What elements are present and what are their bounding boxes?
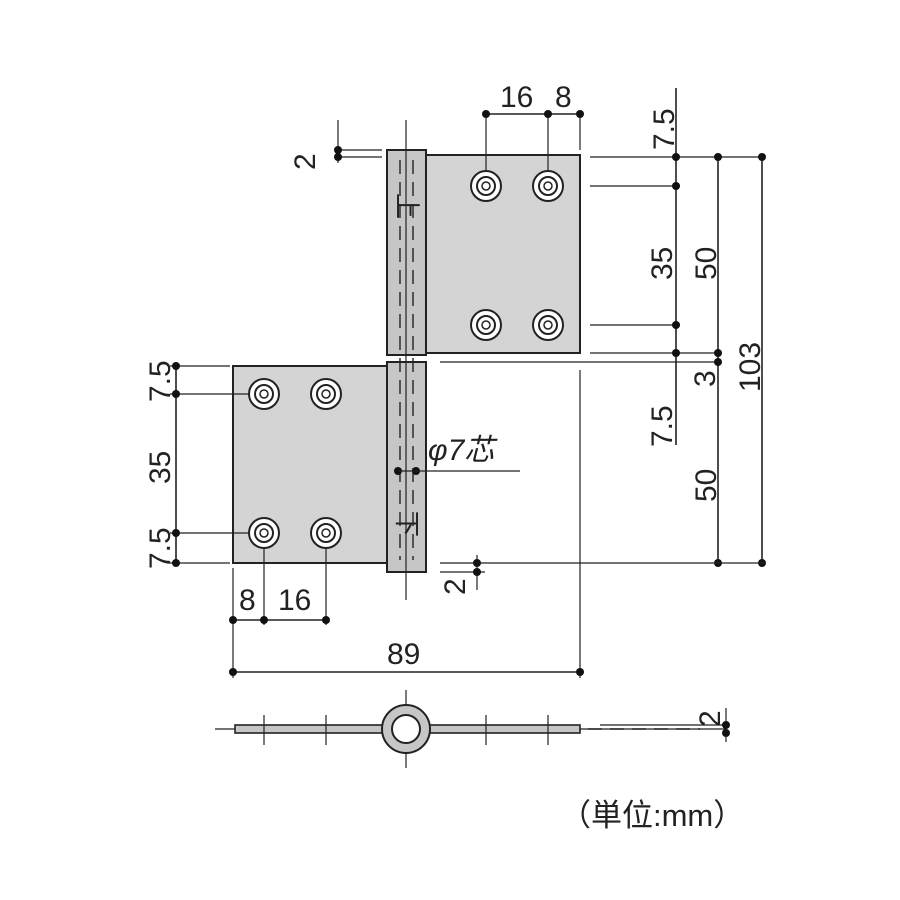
upper-knuckle-mark: 上 (392, 193, 422, 219)
top-hole-spacing-v: 35 (646, 247, 679, 280)
leaf-gap: 3 (689, 370, 722, 387)
top-hole-spacing-h: 16 (500, 81, 533, 114)
knuckle-offset-bottom: 2 (439, 578, 472, 595)
top-leaf-height: 50 (690, 247, 723, 280)
top-edge-to-hole-h: 8 (555, 81, 572, 114)
bottom-hole-spacing-h: 16 (278, 584, 311, 617)
top-edge-to-hole-v-top: 7.5 (648, 108, 681, 150)
plate-thickness: 2 (694, 710, 727, 727)
screw-hole (310, 378, 342, 410)
knuckle-offset-top: 2 (289, 153, 322, 170)
screw-hole (248, 517, 280, 549)
bottom-leaf-holes (248, 378, 342, 549)
pin-diameter-label: φ7芯 (428, 434, 498, 467)
top-edge-to-hole-v-bottom: 7.5 (646, 405, 679, 447)
unit-label: （単位:mm） (560, 798, 745, 833)
bottom-hole-spacing-v: 35 (144, 451, 177, 484)
lower-knuckle-mark: 下 (392, 511, 422, 537)
overall-height: 103 (734, 342, 767, 392)
screw-hole (470, 309, 502, 341)
bottom-edge-to-hole-v-bottom: 7.5 (144, 527, 177, 569)
screw-hole (470, 170, 502, 202)
overall-width: 89 (387, 638, 420, 671)
screw-hole (532, 170, 564, 202)
screw-hole (532, 309, 564, 341)
bottom-edge-to-hole-v-top: 7.5 (144, 360, 177, 402)
screw-hole (310, 517, 342, 549)
hinge-side-view (215, 690, 726, 768)
screw-hole (248, 378, 280, 410)
bottom-leaf-height: 50 (690, 469, 723, 502)
bottom-edge-to-hole-h: 8 (239, 584, 256, 617)
